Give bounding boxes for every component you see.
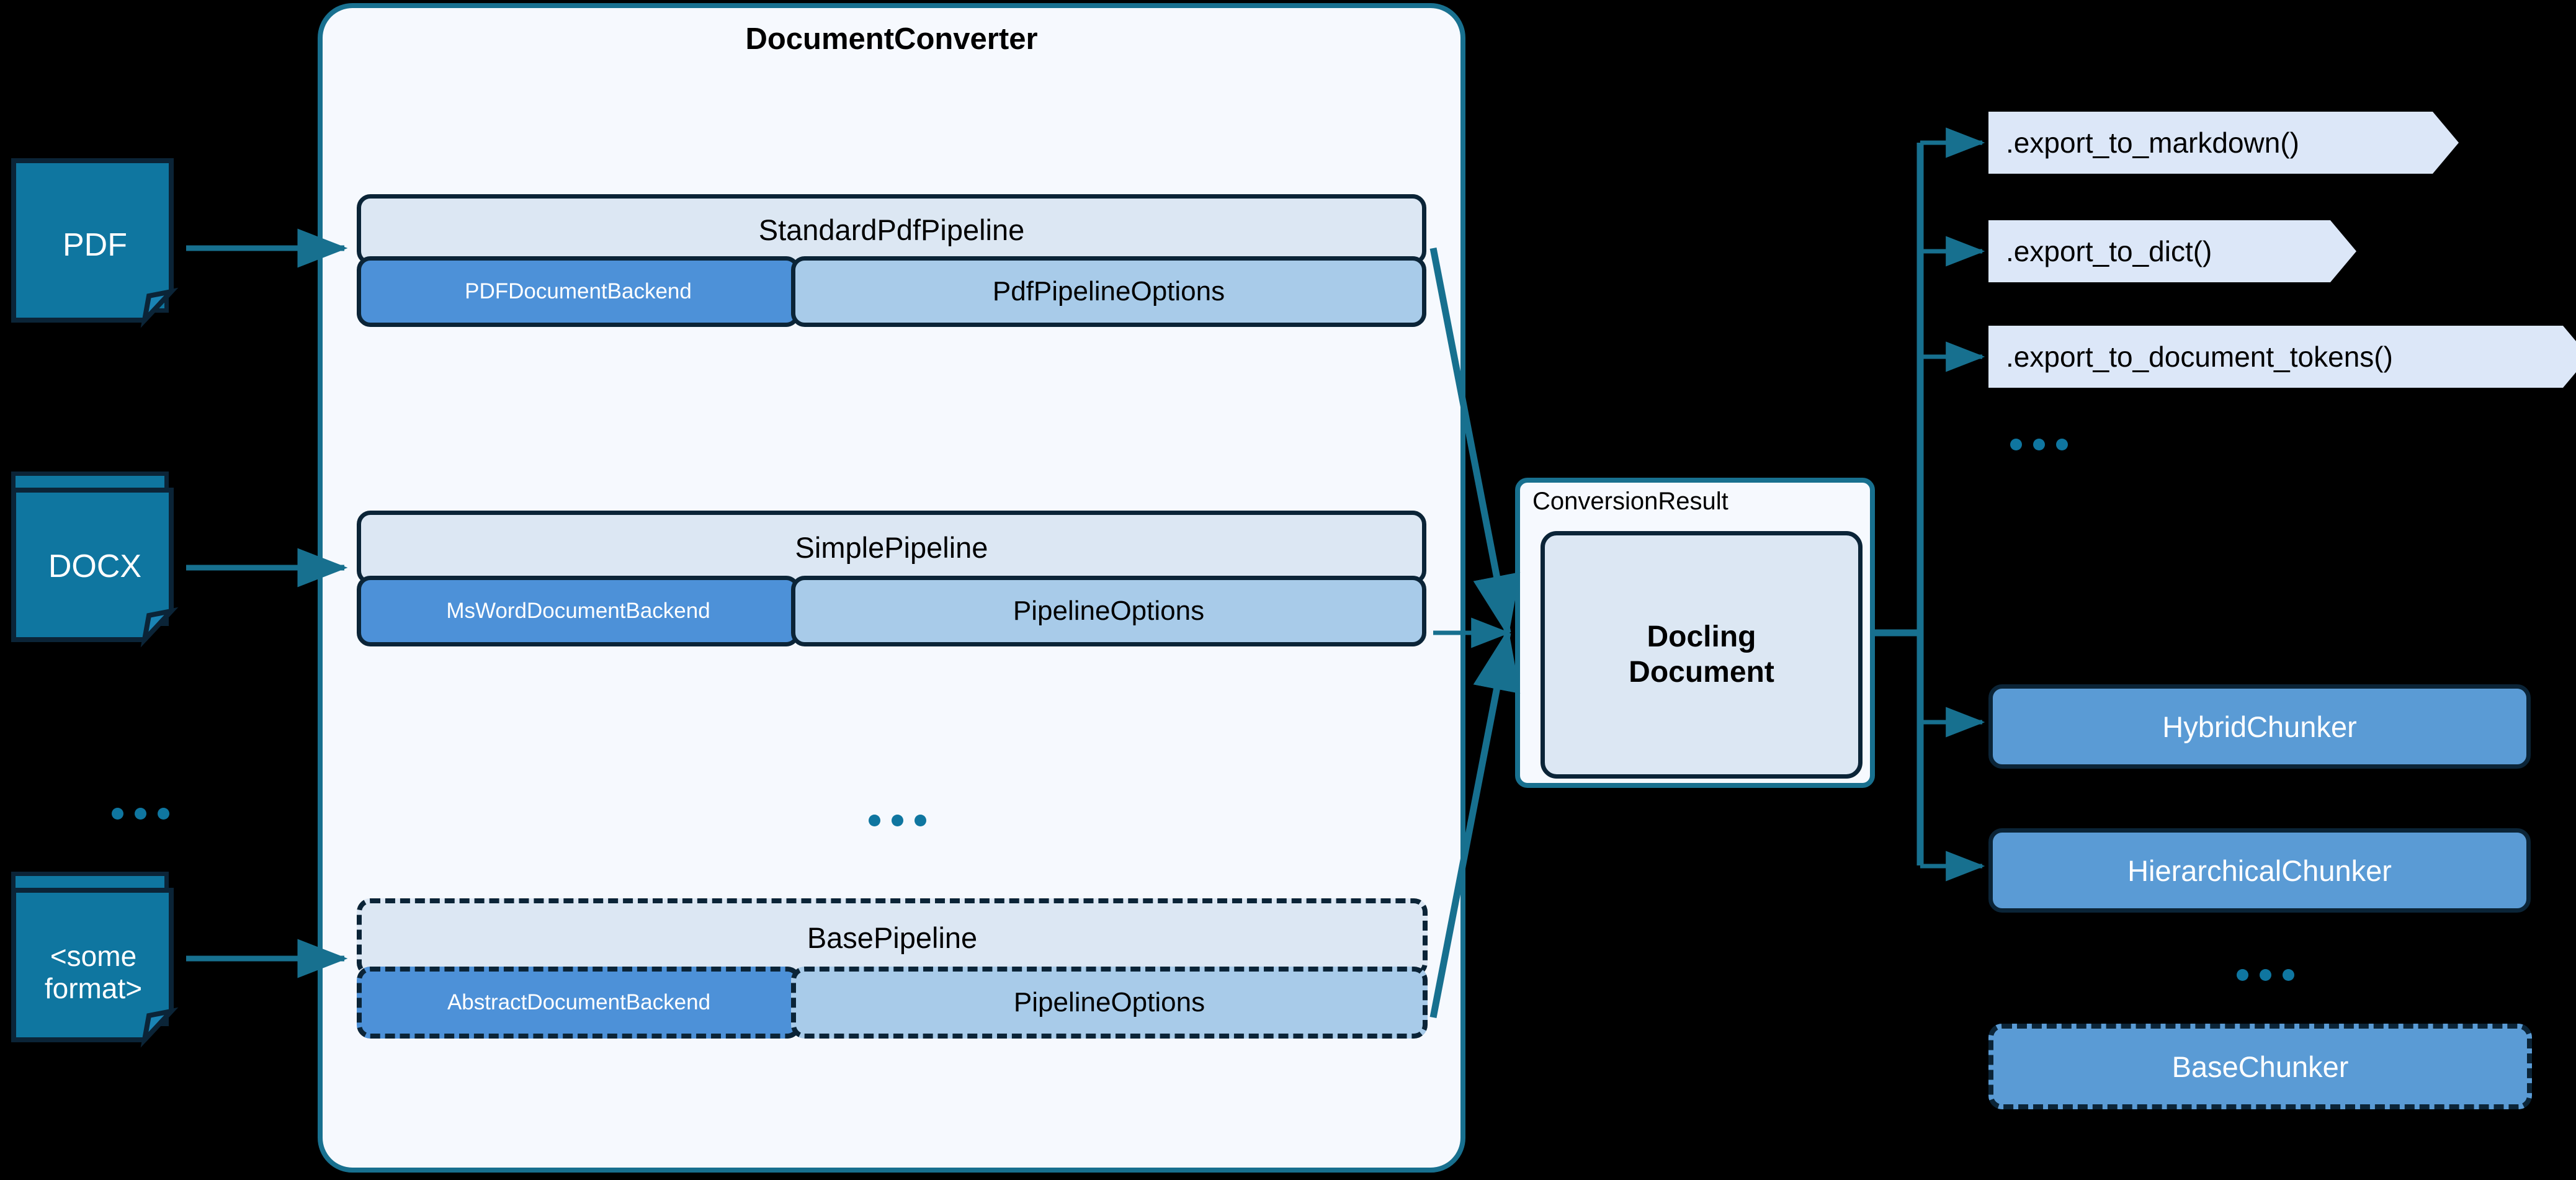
document-stack-icon [11, 158, 179, 328]
pipeline-header-basepipeline[interactable]: BasePipeline [357, 898, 1428, 977]
pipeline-header-simplepipeline[interactable]: SimplePipeline [357, 511, 1426, 584]
pipeline-options-basepipelineoptions[interactable]: PipelineOptions [791, 967, 1428, 1039]
conversion-result-label: ConversionResult [1532, 488, 1729, 515]
chunker-basechunker[interactable]: BaseChunker [1988, 1024, 2532, 1109]
input-document-docx[interactable]: DOCX [11, 472, 216, 648]
document-stack-icon [11, 888, 179, 1048]
export-to-document-tokens-arrow[interactable]: .export_to_document_tokens() [1988, 326, 2576, 388]
document-converter-container: DocumentConverter StandardPdfPipeline PD… [318, 3, 1465, 1173]
pipeline-ellipsis [869, 815, 937, 826]
conversion-result-container: ConversionResult Docling Document [1515, 478, 1875, 788]
input-ellipsis [112, 808, 181, 820]
chunker-hierarchicalchunker[interactable]: HierarchicalChunker [1988, 828, 2531, 913]
pipeline-header-standardpdfpipeline[interactable]: StandardPdfPipeline [357, 194, 1426, 265]
export-ellipsis [2010, 439, 2079, 450]
export-to-dict-arrow[interactable]: .export_to_dict() [1988, 220, 2356, 282]
pipeline-backend-pdfdocumentbackend[interactable]: PDFDocumentBackend [357, 256, 800, 327]
export-to-markdown-arrow[interactable]: .export_to_markdown() [1988, 112, 2459, 174]
pipeline-backend-mswordbackend[interactable]: MsWordDocumentBackend [357, 576, 800, 646]
chunker-ellipsis [2237, 969, 2305, 981]
docling-document-box[interactable]: Docling Document [1541, 531, 1863, 779]
pipeline-options-pdfpipelineoptions[interactable]: PdfPipelineOptions [791, 256, 1426, 327]
input-document-pdf[interactable]: PDF [11, 158, 216, 328]
pipeline-backend-abstractdocumentbackend[interactable]: AbstractDocumentBackend [357, 967, 801, 1039]
pipeline-options-pipelineoptions[interactable]: PipelineOptions [791, 576, 1426, 646]
page-title: DocumentConverter [745, 22, 1038, 56]
input-document-other-format[interactable]: <some format> [11, 872, 216, 1048]
chunker-hybridchunker[interactable]: HybridChunker [1988, 684, 2531, 769]
document-stack-icon [11, 488, 179, 648]
